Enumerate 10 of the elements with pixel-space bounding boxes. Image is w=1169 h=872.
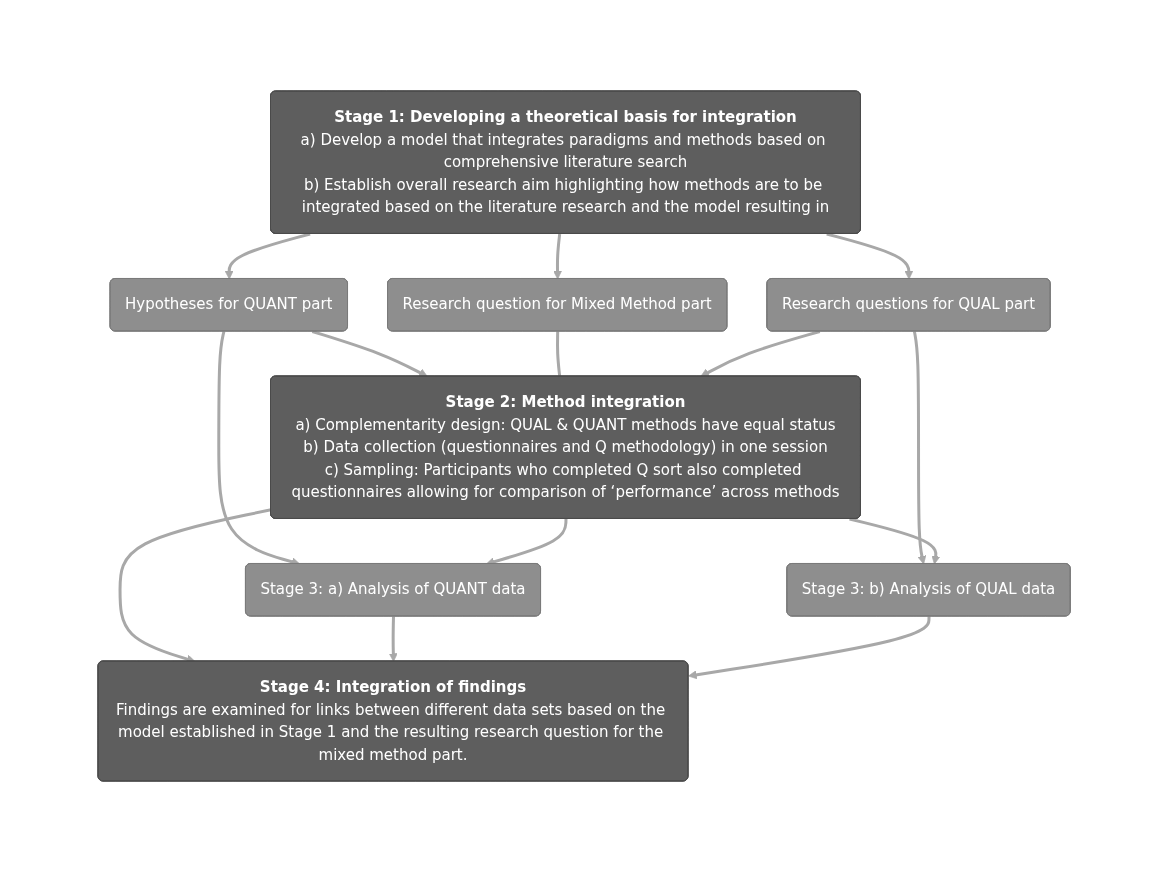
arrow <box>826 232 914 280</box>
arrow <box>688 616 931 680</box>
arrow <box>700 330 821 377</box>
arrow <box>849 517 941 565</box>
arrow <box>553 233 563 280</box>
arrow <box>312 330 429 377</box>
connector <box>556 331 562 377</box>
arrow <box>225 232 311 280</box>
arrow <box>913 331 927 565</box>
arrow <box>389 616 399 662</box>
